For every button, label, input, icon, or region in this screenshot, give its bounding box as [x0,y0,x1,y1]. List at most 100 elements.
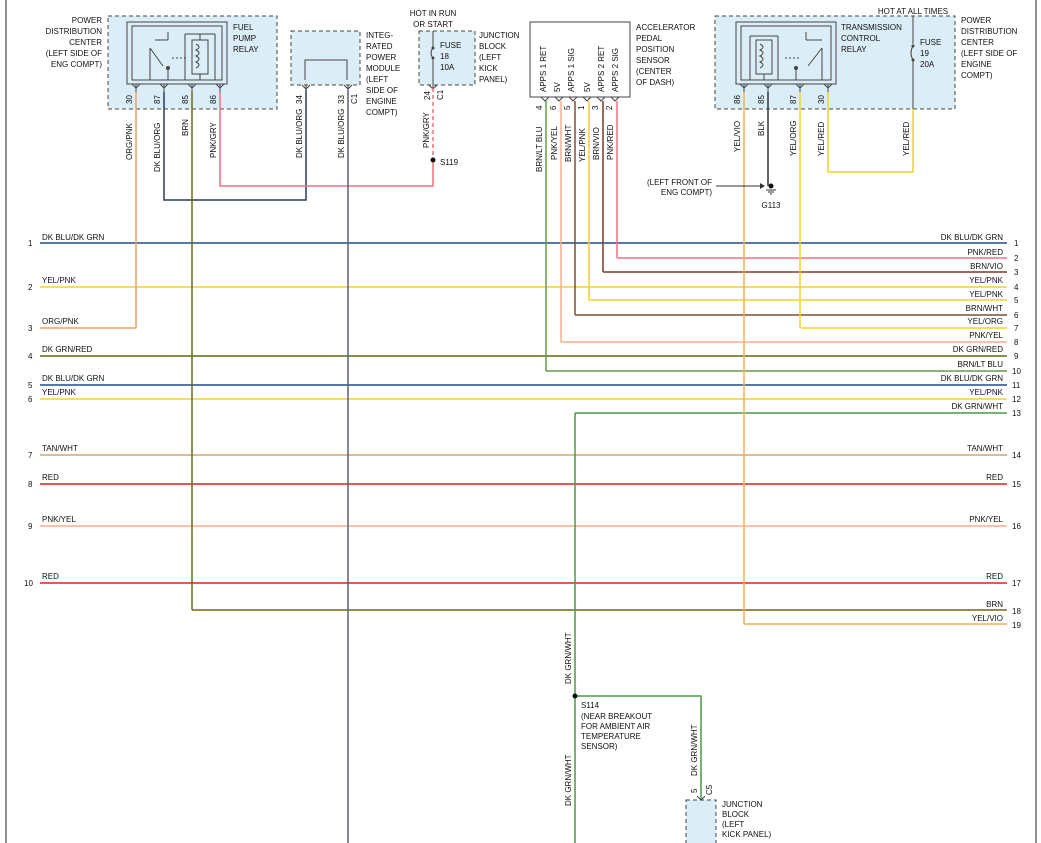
right-pin-label: BRN/LT BLU [958,360,1004,369]
right-pin-label: PNK/YEL [969,331,1003,340]
svg-text:86: 86 [733,95,742,104]
right-pin-label: BRN/WHT [966,304,1003,313]
right-pin-num: 5 [1014,296,1019,305]
apps-pin-label-1: 5V [553,82,562,92]
wire-label-s114-up: DK GRN/WHT [564,632,573,684]
ipm-label-7: COMPT) [366,108,398,117]
pdc-left-label-3: (LEFT SIDE OF [46,49,102,58]
left-pin-label: YEL/PNK [42,276,76,285]
apps-label-4: (CENTER [636,67,672,76]
apps-label-1: PEDAL [636,34,663,43]
wire-label-ipm33: DK BLU/ORG [337,109,346,158]
jb-bottom-conn: C5 [705,784,714,795]
apps-label-5: OF DASH) [636,78,675,87]
jb-pin-24: 24 [423,84,438,100]
wire-label-jb5: DK GRN/WHT [690,724,699,776]
tcr-label-1: CONTROL [841,34,881,43]
tcr-pin-87: 87 [789,83,805,104]
left-pin-num: 9 [28,522,33,531]
right-pin-num: 14 [1012,451,1021,460]
right-pin-label: YEL/PNK [969,290,1003,299]
jb-top-label-4: PANEL) [479,75,508,84]
svg-text:5: 5 [563,105,572,110]
jb-bottom-label-1: BLOCK [722,810,750,819]
pdc-left-label-2: CENTER [69,38,102,47]
right-pin-label: DK GRN/RED [953,345,1003,354]
apps-assembly: APPS 1 RET 5V APPS 1 SIG 5V APPS 2 RET A… [529,21,695,110]
pdc-right-label-2: CENTER [961,38,994,47]
s114-label-0: S114 [581,701,600,710]
jb-top-conn-label: C1 [436,89,445,100]
pdc-right-label-1: DISTRIBUTION [961,27,1018,36]
jb-bottom-label-2: (LEFT [722,820,744,829]
wire-label-jb24: PNK/GRY [422,111,431,148]
svg-text:4: 4 [535,105,544,110]
right-pin-label: PNK/YEL [969,515,1003,524]
left-pin-label: RED [42,473,59,482]
tcr-pin-85: 85 [757,83,773,104]
apps-pin-1: 1 [577,96,592,110]
pdc-left-label-1: DISTRIBUTION [46,27,103,36]
apps-label-0: ACCELERATOR [636,23,695,32]
tcr-pin-86: 86 [733,83,749,104]
left-pin-label: DK BLU/DK GRN [42,233,104,242]
svg-text:87: 87 [153,95,162,104]
jb-top-label-3: KICK [479,64,498,73]
pdc-right-label-4: ENGINE [961,60,992,69]
left-pin-num: 8 [28,480,33,489]
tcr-inner [740,25,832,81]
s114-label-4: SENSOR) [581,742,618,751]
wire-label-fp30: ORG/PNK [125,122,134,160]
right-pin-label: PNK/RED [967,248,1003,257]
jb-bottom-assembly: 5 C5 JUNCTION BLOCK (LEFT KICK PANEL) [685,784,772,843]
left-connector: 1 DK BLU/DK GRN 2 YEL/PNK 3 ORG/PNK 4 DK… [24,233,104,588]
tcr-label-0: TRANSMISSION [841,23,902,32]
apps-label-3: SENSOR [636,56,670,65]
horizontal-bus-lines [40,242,1007,625]
fuel-pump-relay-inner [131,25,223,81]
right-connector: DK BLU/DK GRN 1 PNK/RED 2 BRN/VIO 3 YEL/… [941,233,1022,630]
apps-pin-label-2: APPS 1 SIG [567,48,576,92]
right-pin-label: DK BLU/DK GRN [941,233,1003,242]
svg-text:30: 30 [817,95,826,104]
right-pin-num: 9 [1014,352,1019,361]
apps-pin-5: 5 [563,96,578,110]
right-pin-label: BRN/VIO [970,262,1003,271]
left-pin-num: 6 [28,395,33,404]
hot-run-start-0: HOT IN RUN [410,9,457,18]
svg-text:85: 85 [757,95,766,104]
right-pin-num: 19 [1012,621,1021,630]
apps-pin-label-0: APPS 1 RET [539,46,548,92]
fuse19-label-1: 19 [920,49,929,58]
left-pin-label: RED [42,572,59,581]
vertical-wire-labels: ORG/PNK DK BLU/ORG BRN PNK/GRY DK BLU/OR… [125,109,911,806]
s114-label-2: FOR AMBIENT AIR [581,722,650,731]
fuel-pump-relay-assembly: 30 87 85 86 POWER DISTRIBUTION CENTER (L… [46,15,278,110]
pdc-right-label-3: (LEFT SIDE OF [961,49,1017,58]
wire-label-fp87: DK BLU/ORG [153,123,162,172]
pdc-left-label-4: ENG COMPT) [51,60,102,69]
svg-text:85: 85 [181,95,190,104]
ipm-label-4: (LEFT [366,75,388,84]
left-pin-num: 2 [28,283,33,292]
svg-text:30: 30 [125,95,134,104]
wire-label-apps2: PNK/RED [606,124,615,160]
right-pin-num: 2 [1014,254,1019,263]
apps-pin-3: 3 [591,96,606,110]
fp-pin-86: 86 [209,83,225,104]
wire-label-tcr87: YEL/ORG [789,120,798,156]
right-pin-num: 7 [1014,324,1019,333]
right-pin-label: TAN/WHT [967,444,1003,453]
right-pin-label: RED [986,473,1003,482]
right-pin-label: DK BLU/DK GRN [941,374,1003,383]
right-pin-num: 13 [1012,409,1021,418]
left-pin-label: DK BLU/DK GRN [42,374,104,383]
tcr-pin-30: 30 [817,83,833,104]
wire-label-tcr30: YEL/RED [817,122,826,156]
right-pin-label: YEL/PNK [969,276,1003,285]
right-pin-num: 17 [1012,579,1021,588]
wire-label-fuse19: YEL/RED [902,122,911,156]
right-pin-num: 18 [1012,607,1021,616]
apps-label-2: POSITION [636,45,674,54]
fp-relay-label-0: FUEL [233,23,254,32]
